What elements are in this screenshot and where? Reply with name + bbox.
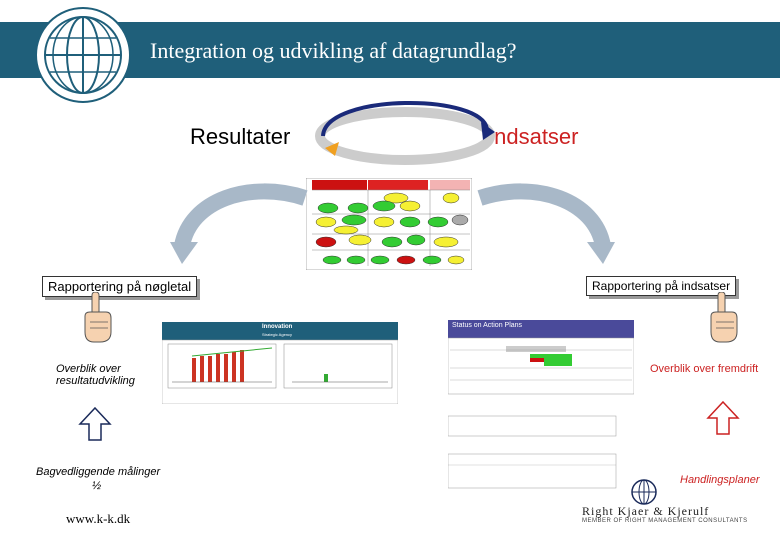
- curved-arrow-left: [170, 183, 308, 264]
- kpi-thumbnail-subtitle: Strategic Agency: [262, 332, 293, 337]
- up-arrow-icon: [706, 400, 740, 435]
- cycle-arrows: [315, 101, 495, 165]
- underlying-measurements-text: Bagvedliggende målinger: [36, 466, 161, 478]
- company-logo-name: Right Kjaer & Kjerulf: [582, 504, 710, 518]
- reporting-efforts-box: Rapportering på indsatser: [586, 276, 737, 296]
- page-title: Integration og udvikling af datagrundlag…: [150, 38, 517, 63]
- pointing-hand-icon: [84, 292, 112, 343]
- cycle-arrowhead-right-icon: [481, 122, 495, 140]
- underlying-measurements-sub: ½: [92, 480, 102, 492]
- curved-arrowhead-right-icon: [587, 242, 615, 264]
- efforts-label: Indsatser: [488, 124, 579, 149]
- cycle-arrowhead-left-icon: [325, 142, 339, 156]
- up-arrow-icon: [78, 406, 112, 441]
- globe-logo: [34, 6, 132, 104]
- kpi-thumbnail-title: Innovation: [262, 324, 293, 330]
- action-plan-thumbnail-title: Status on Action Plans: [452, 322, 523, 329]
- pointing-hand-icon: [710, 292, 738, 343]
- progress-overview-text: Overblik over fremdrift: [650, 363, 759, 375]
- strategy-matrix: [306, 178, 472, 270]
- globe-icon: [35, 7, 131, 103]
- curved-arrowhead-left-icon: [170, 242, 198, 264]
- kpi-overview-text: Overblik over resultatudvikling: [56, 363, 135, 387]
- kpi-report-thumbnail: [161, 322, 399, 405]
- action-plan-thumbnail: [447, 320, 635, 490]
- reporting-kpi-box: Rapportering på nøgletal: [42, 276, 198, 297]
- action-plans-text: Handlingsplaner: [680, 474, 760, 486]
- company-logo-sub: MEMBER OF RIGHT MANAGEMENT CONSULTANTS: [582, 518, 748, 524]
- footer-url[interactable]: www.k-k.dk: [66, 511, 131, 526]
- results-label: Resultater: [190, 124, 291, 149]
- curved-arrow-right: [477, 183, 615, 264]
- globe-icon: [631, 479, 657, 505]
